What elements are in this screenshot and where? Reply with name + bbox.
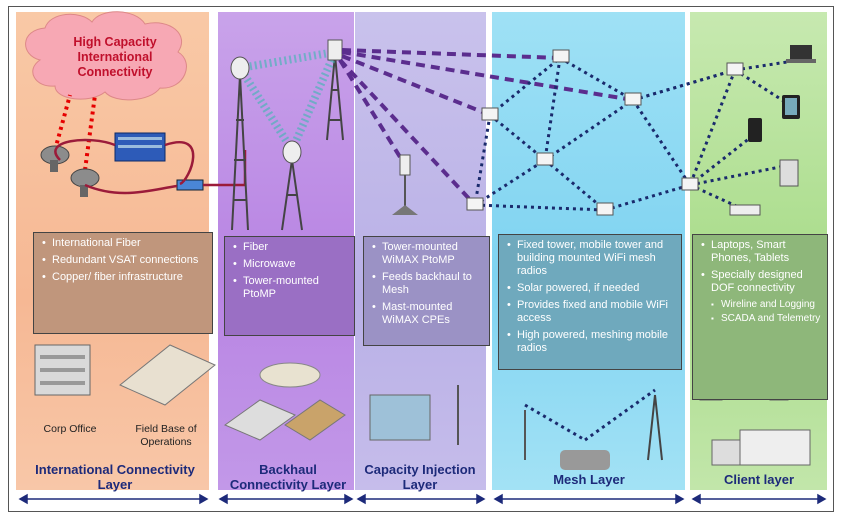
client-layer-title: Client layer bbox=[723, 472, 795, 487]
tower-icon bbox=[231, 54, 344, 231]
mesh-radio-icon bbox=[466, 49, 744, 216]
bullet-item: Tower-mounted WiMAX PtoMP bbox=[372, 241, 485, 267]
cloud-icon bbox=[25, 11, 187, 101]
bullet-item: Fixed tower, mobile tower and building m… bbox=[507, 239, 677, 278]
backhaul-layer-title: Backhaul Connectivity Layer bbox=[229, 462, 347, 492]
international-bullets: International Fiber Redundant VSAT conne… bbox=[33, 232, 213, 334]
satellite-dish-icon bbox=[40, 94, 100, 197]
mesh-layer-title: Mesh Layer bbox=[553, 472, 625, 487]
sub-bullet-item: Wireline and Logging bbox=[711, 299, 823, 311]
oil-rig-icon bbox=[369, 385, 459, 445]
access-point-icon bbox=[729, 204, 761, 216]
international-layer-title: International Connectivity Layer bbox=[35, 462, 195, 492]
mast-icon bbox=[392, 154, 418, 215]
bullet-item: International Fiber bbox=[42, 237, 208, 250]
client-bullets: Laptops, Smart Phones, Tablets Specially… bbox=[692, 234, 828, 400]
rack-server-icon bbox=[114, 132, 166, 162]
bullet-item: Specially designed DOF connectivity bbox=[701, 269, 823, 295]
corp-office-caption: Corp Office bbox=[43, 423, 97, 435]
layer-span-arrows bbox=[18, 493, 827, 505]
bullet-item: Feeds backhaul to Mesh bbox=[372, 271, 485, 297]
corp-office-icon bbox=[34, 344, 91, 396]
sensor-icon bbox=[779, 159, 799, 187]
injection-bullets: Tower-mounted WiMAX PtoMP Feeds backhaul… bbox=[363, 236, 490, 346]
truck-icon bbox=[711, 429, 811, 466]
tablet-icon bbox=[782, 95, 800, 119]
laptop-icon bbox=[786, 45, 816, 63]
bullet-item: Microwave bbox=[233, 258, 350, 271]
bullet-item: High powered, meshing mobile radios bbox=[507, 329, 677, 355]
bullet-item: Tower-mounted PtoMP bbox=[233, 275, 350, 301]
bullet-item: Provides fixed and mobile WiFi access bbox=[507, 299, 677, 325]
antenna-icon bbox=[327, 39, 343, 61]
bullet-item: Mast-mounted WiMAX CPEs bbox=[372, 301, 485, 327]
mesh-links bbox=[473, 56, 801, 212]
microwave-link bbox=[233, 46, 342, 159]
bullet-item: Laptops, Smart Phones, Tablets bbox=[701, 239, 823, 265]
router-icon bbox=[176, 179, 204, 191]
bullet-item: Solar powered, if needed bbox=[507, 282, 677, 295]
cloud-label: High Capacity International Connectivity bbox=[73, 35, 157, 79]
backhaul-bullets: Fiber Microwave Tower-mounted PtoMP bbox=[224, 236, 355, 336]
antenna-icon bbox=[230, 56, 250, 80]
injection-layer-title: Capacity Injection Layer bbox=[364, 462, 476, 492]
sub-bullet-item: SCADA and Telemetry bbox=[711, 313, 823, 325]
mesh-links-bottom bbox=[524, 388, 656, 442]
bullet-item: Redundant VSAT connections bbox=[42, 254, 208, 267]
field-base-icon bbox=[119, 344, 216, 406]
phone-icon bbox=[748, 118, 762, 142]
bullet-item: Copper/ fiber infrastructure bbox=[42, 271, 208, 284]
bullet-item: Fiber bbox=[233, 241, 350, 254]
field-base-caption: Field Base of Operations bbox=[135, 423, 197, 448]
antenna-icon bbox=[282, 140, 302, 164]
mesh-bullets: Fixed tower, mobile tower and building m… bbox=[498, 234, 682, 370]
wimax-links bbox=[338, 48, 634, 207]
mobile-tower-icon bbox=[524, 394, 663, 470]
equipment-icon bbox=[223, 362, 346, 441]
